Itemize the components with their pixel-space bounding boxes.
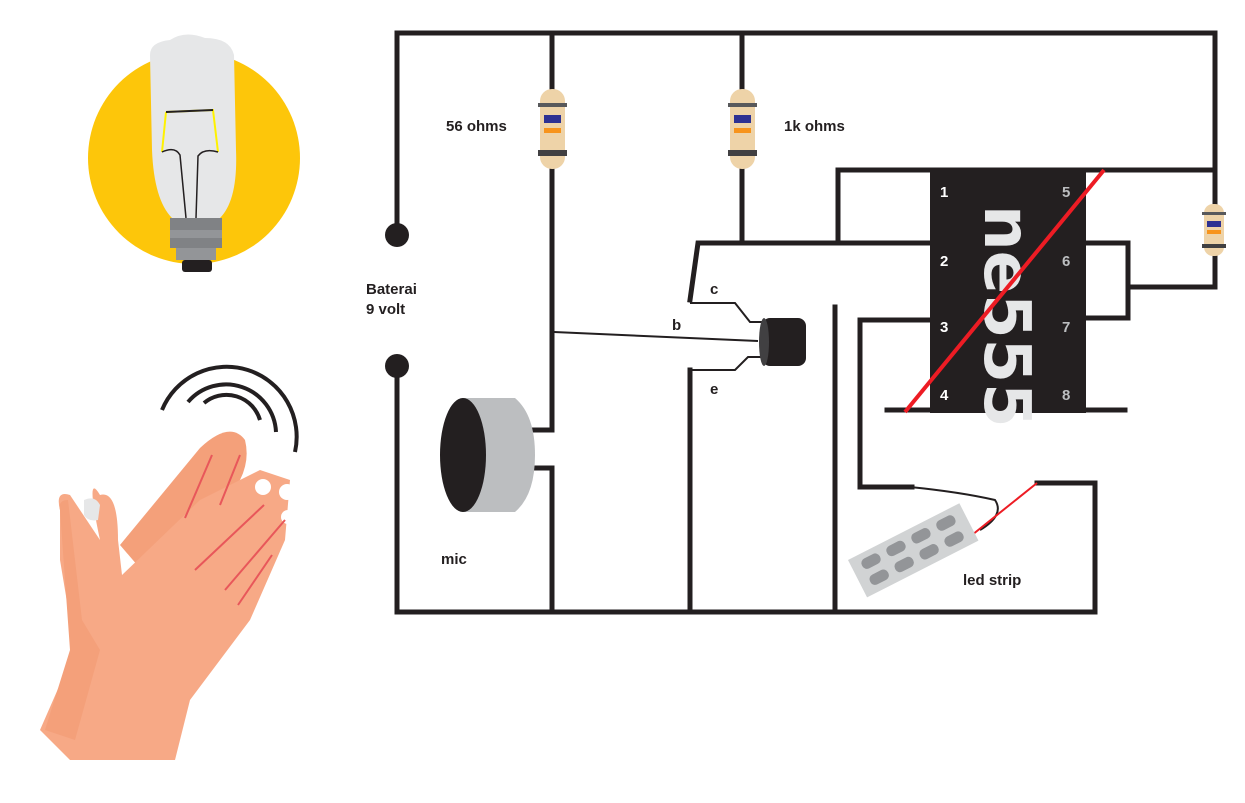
battery-terminals [385, 223, 409, 378]
resistor-56-ohm-label: 56 ohms [446, 118, 507, 135]
transistor-leads [553, 302, 762, 371]
battery-label-line1: Baterai [366, 281, 417, 298]
ic-pin-2: 2 [940, 253, 948, 270]
clapping-hands-icon [40, 364, 299, 760]
led-strip-label: led strip [963, 572, 1021, 589]
battery-label-line2: 9 volt [366, 301, 405, 318]
ic-pin-3: 3 [940, 319, 948, 336]
resistor-56-ohm [538, 89, 567, 169]
transistor-base-label: b [672, 317, 681, 334]
light-bulb-icon [88, 34, 300, 272]
resistor-1k-ohm-label: 1k ohms [784, 118, 845, 135]
ic-pin-7: 7 [1062, 319, 1070, 336]
transistor-emitter-label: e [710, 381, 718, 398]
microphone [440, 398, 535, 512]
ic-pin-6: 6 [1062, 253, 1070, 270]
ic-pin-5: 5 [1062, 184, 1070, 201]
ic-pin-1: 1 [940, 184, 948, 201]
ic-pin-8: 8 [1062, 387, 1070, 404]
transistor [759, 318, 806, 366]
wires [394, 30, 1218, 615]
transistor-collector-label: c [710, 281, 718, 298]
red-wire [903, 168, 1106, 414]
battery-negative-terminal [385, 354, 409, 378]
battery-positive-terminal [385, 223, 409, 247]
ic-pin-4: 4 [940, 387, 949, 404]
resistor-1k-ohm [728, 89, 757, 169]
resistor-timing [1202, 204, 1226, 256]
ic-name-label: ne555 [969, 205, 1043, 428]
led-strip [848, 482, 1038, 598]
sound-wave-icon [160, 364, 299, 453]
ne555-chip: ne555 1 2 3 4 5 6 7 8 [930, 170, 1086, 428]
mic-label: mic [441, 551, 467, 568]
